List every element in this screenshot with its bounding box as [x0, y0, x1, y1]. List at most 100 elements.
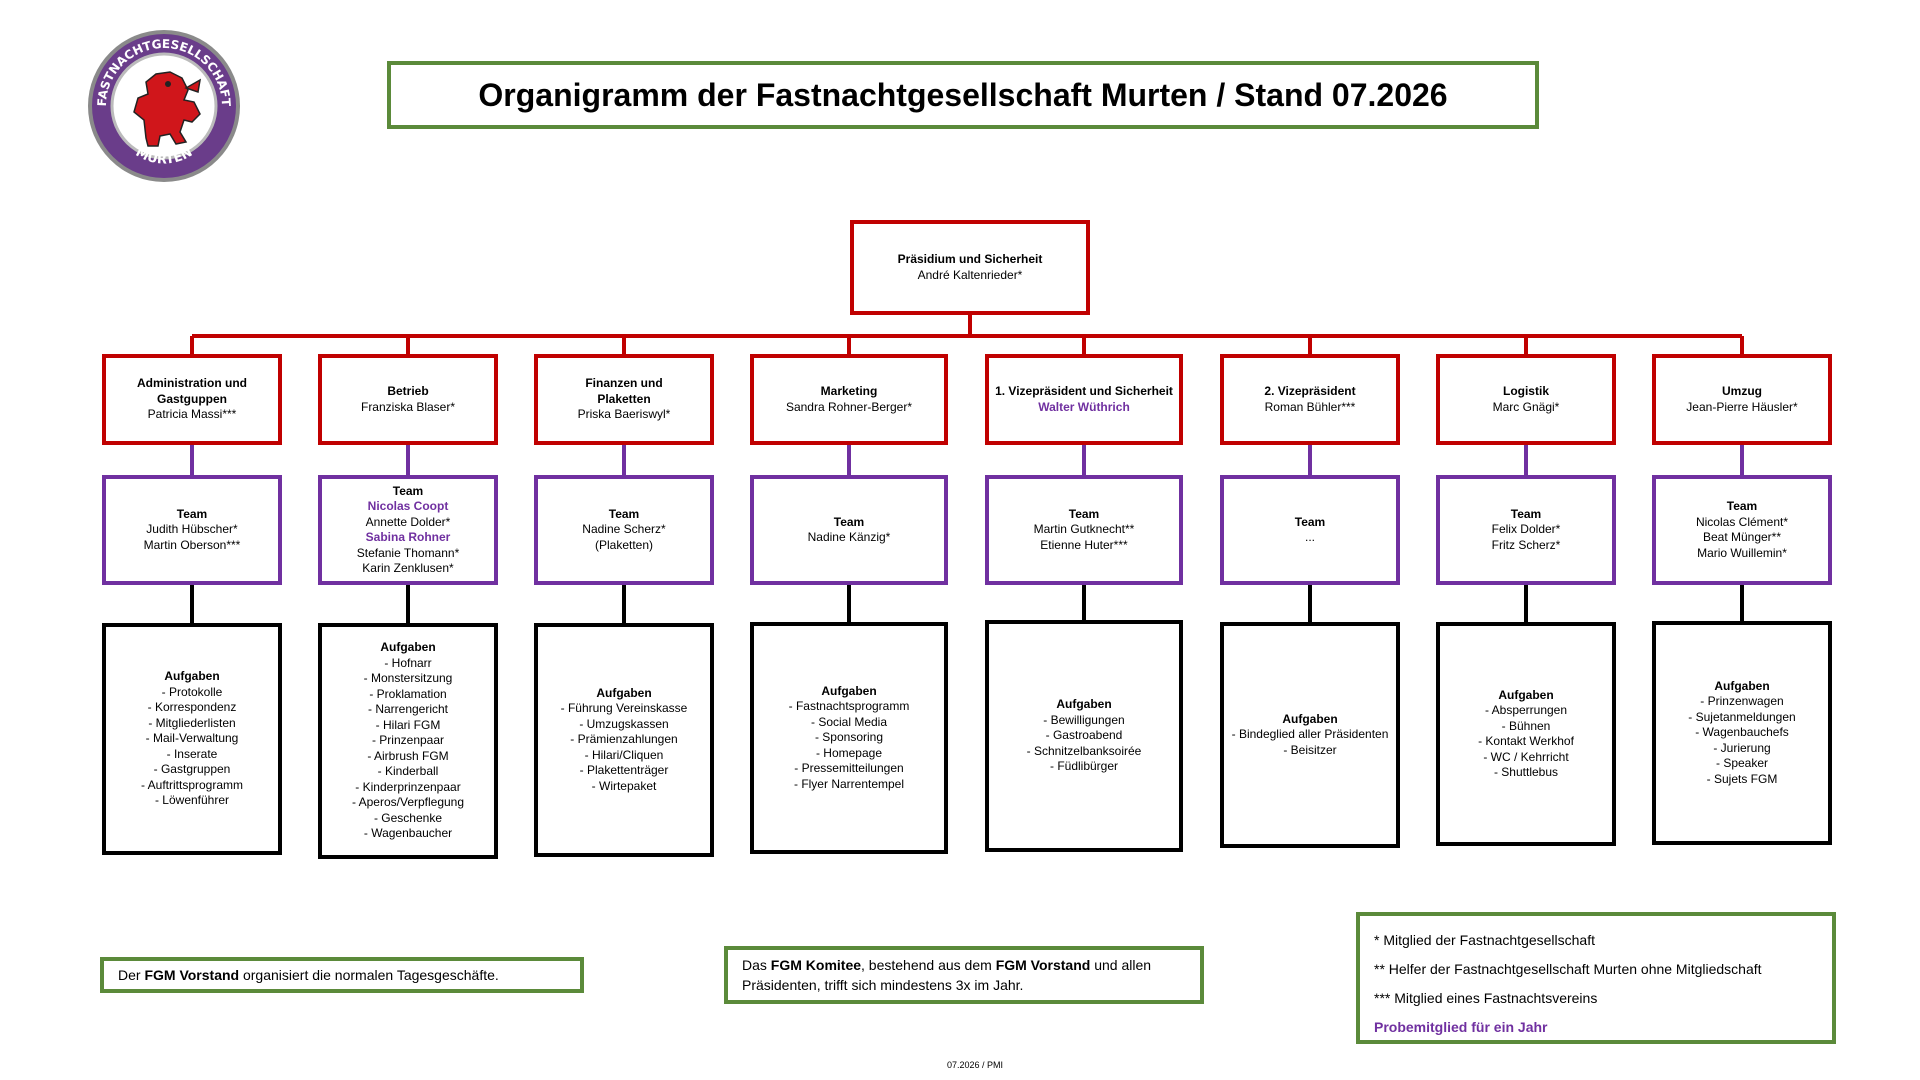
task-item: - Löwenführer: [154, 793, 230, 808]
team-member: Nadine Känzig*: [807, 530, 891, 544]
task-item: - Hilari/Cliquen: [584, 747, 664, 762]
department-title: Logistik: [1502, 384, 1549, 398]
department-title: Marketing: [820, 384, 878, 398]
team-member: ...: [1304, 530, 1315, 544]
team-label: Team: [1294, 514, 1326, 529]
team-member: Stefanie Thomann*: [356, 545, 460, 560]
task-item: - Prinzenpaar: [371, 733, 445, 748]
task-item: - Sujets FGM: [1706, 771, 1778, 786]
komitee-note-line-2: Präsidenten, trifft sich mindestens 3x i…: [742, 977, 1024, 993]
komitee-note-text-2: , bestehend aus dem: [861, 957, 996, 973]
team-label: Team: [1068, 506, 1100, 521]
task-item: - Social Media: [810, 714, 888, 729]
vorstand-note-bold: FGM Vorstand: [144, 967, 240, 983]
department-title: Administration und: [137, 376, 247, 391]
task-item: - Protokolle: [161, 684, 223, 699]
legend-club-member: *** Mitglied eines Fastnachtsvereins: [1374, 990, 1598, 1006]
department-title: 1. Vizepräsident und Sicherheit: [995, 384, 1173, 398]
task-item: - Mitgliederlisten: [148, 715, 236, 730]
team-member: Nicolas Clément*: [1695, 514, 1789, 529]
task-item: - Geschenke: [373, 810, 443, 825]
task-item: - Airbrush FGM: [367, 748, 449, 763]
tasks-box: Aufgaben- Bewilligungen- Gastroabend- Sc…: [985, 620, 1183, 852]
tasks-label: Aufgaben: [380, 640, 436, 655]
komitee-note-bold-2: FGM Vorstand: [995, 957, 1091, 973]
tasks-label: Aufgaben: [821, 683, 877, 698]
team-member: Martin Gutknecht**: [1033, 522, 1135, 537]
tasks-box: Aufgaben- Bindeglied aller Präsidenten- …: [1220, 622, 1400, 848]
team-member: Annette Dolder*: [365, 514, 451, 529]
department-head: Jean-Pierre Häusler*: [1686, 399, 1798, 414]
team-box: Team...: [1220, 475, 1400, 585]
task-item: - Shuttlebus: [1493, 765, 1559, 779]
task-item: - Gastroabend: [1045, 728, 1123, 743]
legend-member: * Mitglied der Fastnachtgesellschaft: [1374, 932, 1595, 948]
team-member: Nicolas Coopt: [367, 499, 449, 513]
komitee-note-text-1: Das: [742, 957, 771, 973]
task-item: - Wagenbaucher: [363, 826, 453, 841]
task-item: - Kinderprinzenpaar: [355, 779, 461, 794]
task-item: - Beisitzer: [1283, 742, 1337, 757]
legend-helper: ** Helfer der Fastnachtgesellschaft Murt…: [1374, 961, 1762, 977]
logo-text-bottom: MURTEN: [133, 145, 195, 168]
team-label: Team: [176, 506, 208, 521]
department-head: Patricia Massi***: [147, 407, 237, 422]
task-item: - Gastgruppen: [153, 762, 231, 777]
tasks-label: Aufgaben: [164, 669, 220, 684]
komitee-note-text-3: und allen: [1090, 957, 1152, 973]
task-item: - Plakettenträger: [579, 763, 669, 778]
department-head: Marc Gnägi*: [1492, 399, 1560, 414]
task-item: - Korrespondenz: [147, 700, 237, 715]
tasks-label: Aufgaben: [596, 685, 652, 700]
task-item: - Monstersitzung: [363, 671, 453, 686]
task-item: - Homepage: [815, 745, 883, 760]
task-item: - Führung Vereinskasse: [560, 701, 688, 716]
task-item: - Wagenbauchefs: [1695, 725, 1789, 740]
department-head: Sandra Rohner-Berger*: [785, 399, 913, 414]
task-item: - Kontakt Werkhof: [1478, 734, 1574, 748]
tasks-box: Aufgaben- Fastnachtsprogramm- Social Med…: [750, 622, 948, 854]
tasks-label: Aufgaben: [1714, 678, 1770, 693]
tasks-box: Aufgaben- Führung Vereinskasse- Umzugska…: [534, 623, 714, 857]
legend-box: * Mitglied der Fastnachtgesellschaft ** …: [1356, 912, 1836, 1044]
tasks-label: Aufgaben: [1282, 711, 1338, 726]
team-member: Felix Dolder*: [1491, 522, 1561, 537]
task-item: - Füdlibürger: [1049, 759, 1119, 774]
department-title: Umzug: [1722, 384, 1762, 398]
task-item: - Auftrittsprogramm: [140, 777, 244, 792]
task-item: - Bewilligungen: [1043, 712, 1125, 727]
team-member: Martin Oberson***: [143, 537, 241, 552]
task-item: - Hilari FGM: [375, 717, 441, 732]
team-member: Beat Münger**: [1702, 530, 1782, 544]
task-item: - Aperos/Verpflegung: [351, 795, 465, 810]
team-label: Team: [608, 506, 640, 521]
task-item: - WC / Kehrricht: [1483, 749, 1569, 764]
legend-probation: Probemitglied für ein Jahr: [1374, 1019, 1548, 1035]
team-label: Team: [833, 514, 865, 529]
task-item: - Umzugskassen: [579, 716, 669, 731]
task-item: - Inserate: [166, 746, 218, 761]
task-item: - Speaker: [1715, 756, 1769, 771]
tasks-label: Aufgaben: [1498, 687, 1554, 702]
tasks-box: Aufgaben- Hofnarr- Monstersitzung- Prokl…: [318, 623, 498, 859]
team-member: Judith Hübscher*: [146, 522, 238, 537]
task-item: - Mail-Verwaltung: [145, 731, 239, 746]
president-title: Präsidium und Sicherheit: [897, 252, 1043, 266]
team-label: Team: [1726, 499, 1758, 513]
task-item: - Narrengericht: [367, 702, 449, 717]
team-member: Karin Zenklusen*: [362, 561, 454, 575]
komitee-note: Das FGM Komitee, bestehend aus dem FGM V…: [724, 946, 1204, 1004]
tasks-box: Aufgaben- Prinzenwagen- Sujetanmeldungen…: [1652, 621, 1832, 845]
team-member: Fritz Scherz*: [1491, 537, 1561, 552]
team-member: Nadine Scherz*: [582, 522, 666, 537]
